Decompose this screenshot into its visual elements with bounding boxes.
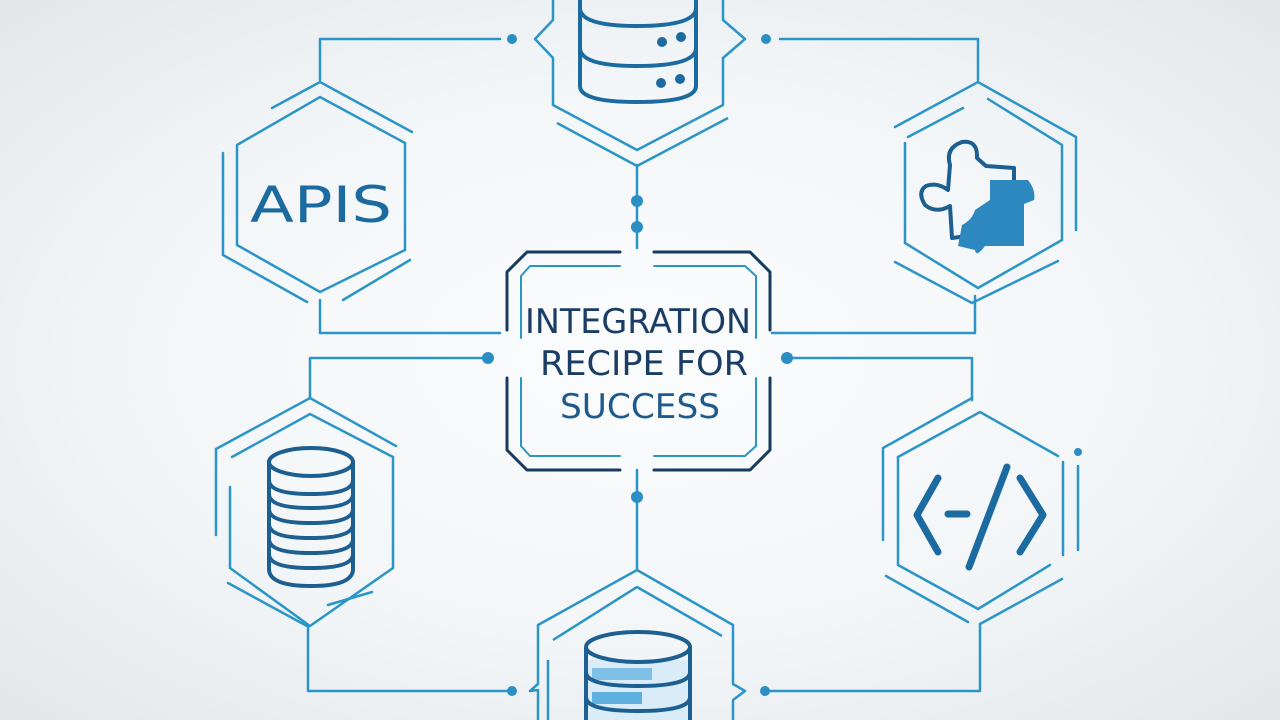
database-stack-icon <box>267 446 355 589</box>
title-line-1: INTEGRATION <box>525 302 751 342</box>
title-box <box>505 250 772 472</box>
node-database <box>528 568 747 720</box>
connector-dots <box>482 34 1082 696</box>
code-tag-icon <box>913 463 1047 571</box>
connector-lines <box>306 37 1080 693</box>
title-line-3: SUCCESS <box>560 387 720 427</box>
node-code <box>881 396 1065 626</box>
puzzle-piece-icon <box>919 139 1035 254</box>
node-database-stack <box>214 396 398 628</box>
database-icon <box>584 630 692 720</box>
database-server-icon <box>578 0 698 105</box>
apis-label: APIS <box>250 176 392 234</box>
node-top <box>533 0 747 168</box>
title-line-2: RECIPE FOR <box>540 344 748 384</box>
node-apis: APIS <box>221 80 414 304</box>
node-puzzle <box>893 80 1078 305</box>
